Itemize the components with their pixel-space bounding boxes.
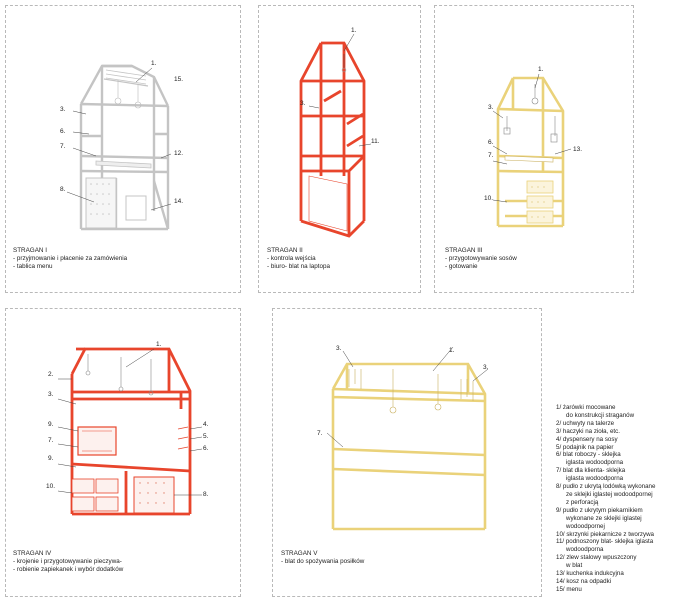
stall-4-label-5: 5. <box>203 433 209 440</box>
stall-1-title: STRAGAN I <box>13 247 47 254</box>
stall-5-label-7: 7. <box>317 430 323 437</box>
legend-item: 15/ menu <box>556 585 582 593</box>
stall-4-label-9b: 9. <box>48 455 54 462</box>
stall-4-label-6: 6. <box>203 445 209 452</box>
legend-item-continued: iglasta wodoodporna <box>566 459 624 467</box>
legend-item: 13/ kuchenka indukcyjna <box>556 570 624 578</box>
stall-4-label-9a: 9. <box>48 421 54 428</box>
legend-item: 5/ podajnik na papier <box>556 443 614 451</box>
stall-3-label-7: 7. <box>488 152 494 159</box>
legend-item-continued: ze sklejki iglastej wodoodpornej <box>566 490 653 498</box>
stall-4-label-2: 2. <box>48 371 54 378</box>
stall-2-line-1: - kontrola wejścia <box>267 255 316 263</box>
stall-4-drawing <box>57 347 203 516</box>
legend-item-continued: iglasta wodoodporna <box>566 475 624 483</box>
stall-1-drawing <box>66 64 172 231</box>
panel-stragan-5: 3. 1. 3. 7. STRAGAN V - blat do spożywan… <box>272 308 542 597</box>
legend-item: 7/ blat dla klienta- sklejka <box>556 467 626 475</box>
stall-5-label-1: 1. <box>449 347 455 354</box>
legend-item-continued: wodoodpornej <box>566 522 605 530</box>
stall-5-line-1: - blat do spożywania posiłków <box>281 558 365 566</box>
stall-3-caption: STRAGAN III - przygotowywanie sosów - go… <box>445 247 517 272</box>
stall-5-label-3b: 3. <box>483 364 489 371</box>
stall-3-label-3: 3. <box>488 104 494 111</box>
stall-3-drawing <box>492 73 572 228</box>
legend-item: 4/ dyspensery na sosy <box>556 435 618 443</box>
legend-item: 14/ kosz na odpadki <box>556 577 612 585</box>
stall-2-label-3: 3. <box>300 100 306 107</box>
stall-4-line-2: - robienie zapiekanek i wybór dodatków <box>13 566 124 574</box>
stall-2-drawing <box>299 33 372 238</box>
legend-item: 10/ skrzynki piekarnicze z tworzywa <box>556 530 654 538</box>
legend-item-continued: do konstrukcji straganów <box>566 411 635 419</box>
stall-5-label-3a: 3. <box>336 345 342 352</box>
stall-3-label-13: 13. <box>573 146 583 153</box>
panel-stragan-2: 1. 3. 11. STRAGAN II - kontrola wejścia … <box>258 5 421 293</box>
stall-3-label-6: 6. <box>488 139 494 146</box>
stall-5-drawing <box>326 346 489 531</box>
stall-1-label-3: 3. <box>60 106 66 113</box>
legend-item: 3/ haczyki na zioła, etc. <box>556 427 620 435</box>
stall-1-line-2: - tablica menu <box>13 263 53 271</box>
stall-1-caption: STRAGAN I - przyjmowanie i płacenie za z… <box>13 247 127 272</box>
stall-1-label-14: 14. <box>174 198 184 205</box>
stall-4-label-8: 8. <box>203 491 209 498</box>
legend-item-continued: wykonane ze sklejki iglastej <box>566 514 642 522</box>
panel-stragan-4: 1. 2. 3. 4. 5. 6. 9. 7. 9. 10. 8. STRAGA… <box>5 308 241 597</box>
legend-item: 9/ pudło z ukrytym piekarnikiem <box>556 506 643 514</box>
stall-4-label-7: 7. <box>48 437 54 444</box>
legend-item: 11/ podnoszony blat- sklejka iglasta <box>556 538 654 546</box>
legend-item-continued: z perforacją <box>566 498 599 506</box>
stall-4-line-1: - krojenie i przygotowywanie pieczywa- <box>13 558 122 566</box>
legend-item: 1/ żarówki mocowane <box>556 404 616 411</box>
stall-1-label-8: 8. <box>60 186 66 193</box>
stall-3-label-10: 10. <box>484 195 494 202</box>
stall-1-label-15: 15. <box>174 76 184 83</box>
stall-2-line-2: - biuro- blat na laptopa <box>267 263 331 271</box>
stall-4-title: STRAGAN IV <box>13 550 52 557</box>
stall-2-title: STRAGAN II <box>267 247 303 254</box>
legend-item-continued: wodoodporna <box>566 546 604 554</box>
stall-1-label-1: 1. <box>151 60 157 67</box>
stall-4-label-3: 3. <box>48 391 54 398</box>
stall-2-label-11: 11. <box>371 138 380 145</box>
legend-item-continued: w blat <box>566 562 583 570</box>
stall-3-label-1: 1. <box>538 66 544 73</box>
stall-5-caption: STRAGAN V - blat do spożywania posiłków <box>281 550 364 566</box>
stall-1-label-7: 7. <box>60 143 66 150</box>
legend-item: 6/ blat roboczy - sklejka <box>556 451 621 459</box>
stall-3-line-2: - gotowanie <box>445 263 478 271</box>
legend-item: 12/ zlew stalowy wpuszczony <box>556 554 637 562</box>
stall-1-label-12: 12. <box>174 150 184 157</box>
stall-3-line-1: - przygotowywanie sosów <box>445 255 517 263</box>
stall-1-label-6: 6. <box>60 128 66 135</box>
stall-2-caption: STRAGAN II - kontrola wejścia - biuro- b… <box>267 247 330 272</box>
stall-4-label-1: 1. <box>156 341 162 348</box>
stall-4-label-4: 4. <box>203 421 209 428</box>
stall-3-title: STRAGAN III <box>445 247 483 254</box>
panel-stragan-3: 1. 3. 6. 7. 13. 10. STRAGAN III - przygo… <box>434 5 634 293</box>
stall-4-label-10: 10. <box>46 483 56 490</box>
panel-stragan-1: 1. 15. 3. 6. 7. 12. 8. 14. STRAGAN I - p… <box>5 5 241 293</box>
stall-5-title: STRAGAN V <box>281 550 318 557</box>
stall-2-label-1: 1. <box>351 27 357 34</box>
legend-item: 2/ uchwyty na talerze <box>556 419 615 427</box>
legend-item: 8/ pudło z ukrytą lodówką wykonane <box>556 483 656 491</box>
stall-1-line-1: - przyjmowanie i płacenie za zamówienia <box>13 255 128 263</box>
stall-4-caption: STRAGAN IV - krojenie i przygotowywanie … <box>13 550 123 575</box>
